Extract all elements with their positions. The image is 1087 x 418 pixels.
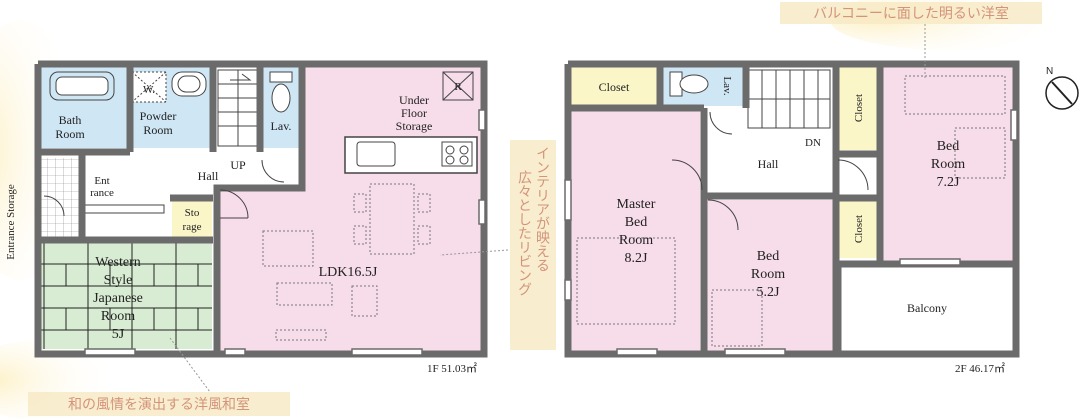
entrance-floor (40, 158, 80, 238)
storage-l2: rage (183, 221, 202, 233)
bed72-label: Bed Room 7.2J (931, 139, 965, 190)
closet-top-label: Closet (599, 80, 630, 94)
living-furniture (262, 230, 378, 341)
bed72-l3: 7.2J (937, 175, 961, 190)
caption-japanese-leader (169, 337, 211, 393)
compass-label: N (1046, 66, 1053, 77)
doors-1f (43, 159, 285, 219)
floor-2: Closet Lav. Master Bed Room 8.2J Hall DN… (564, 60, 1020, 375)
stove-icon (441, 141, 473, 167)
bed52-l1: Bed (757, 249, 780, 264)
toilet-icon-2f (669, 71, 709, 97)
under-floor-l3: Storage (396, 119, 433, 133)
doors-2f (671, 111, 869, 231)
dining-table (353, 183, 431, 255)
powder-room-label: Powder Room (140, 109, 177, 137)
powder-label-l1: Powder (140, 109, 177, 123)
compass-icon: N (1045, 66, 1079, 110)
beds-2f (576, 75, 1006, 347)
hall-label-1f: Hall (198, 169, 219, 183)
western-l5: 5J (112, 327, 125, 342)
bath-label-l2: Room (55, 127, 85, 141)
toilet-icon-1f (269, 71, 293, 113)
hall-label-2f: Hall (758, 157, 779, 171)
stairs-1f (217, 69, 259, 147)
windows-2f (564, 109, 1018, 356)
bath-room-label: Bath Room (55, 113, 85, 141)
bed72-l2: Room (931, 157, 965, 172)
caption-japanese-room-text: 和の風情を演出する洋風和室 (68, 396, 250, 413)
under-floor-label: Under Floor Storage (396, 93, 433, 133)
closet-side1-label: Closet (853, 94, 865, 122)
walls-1f (34, 60, 488, 358)
floor-1: Bath Room W. Powder Room Lav. Under Floo… (5, 60, 488, 375)
closet-side1-floor (838, 66, 878, 150)
caption-interior-l1: インテリアが映える (534, 146, 550, 272)
ldk-label: LDK16.5J (319, 265, 378, 280)
western-l2: Style (104, 273, 133, 288)
bed72-l1: Bed (937, 139, 960, 154)
master-l4: 8.2J (625, 251, 649, 266)
bathtub-icon (49, 71, 115, 101)
caption-interior-leader (439, 249, 509, 256)
windows-1f (84, 109, 486, 356)
caption-japanese-room: 和の風情を演出する洋風和室 (28, 392, 290, 416)
entrance-l2: rance (90, 187, 114, 199)
master-room-label: Master Bed Room 8.2J (617, 197, 656, 266)
master-l3: Room (619, 233, 653, 248)
sink-icon-1f (171, 71, 207, 97)
bed52-l3: 5.2J (757, 285, 781, 300)
bed52-label: Bed Room 5.2J (751, 249, 785, 300)
shoe-bench (83, 204, 165, 214)
closet-side2-floor (838, 200, 878, 258)
bath-label-l1: Bath (59, 113, 82, 127)
closet-side2-label: Closet (853, 215, 865, 243)
balcony-floor (838, 266, 1018, 354)
washer-label: W. (143, 84, 155, 96)
powder-label-l2: Room (143, 123, 173, 137)
under-floor-hatch (442, 71, 474, 101)
storage-l1: Sto (185, 207, 200, 219)
r-mark: R (454, 81, 462, 93)
closet-top-floor (570, 66, 658, 106)
caption-interior: インテリアが映える 広々としたリビング (510, 140, 556, 350)
ldk-floor (216, 66, 482, 352)
caption-balcony-room-text: バルコニーに面した明るい洋室 (813, 5, 1009, 22)
up-label: UP (230, 158, 246, 172)
bed52-l2: Room (751, 267, 785, 282)
bed72-floor (882, 66, 1014, 262)
master-l1: Master (617, 197, 656, 212)
floor2-area: 2F 46.17㎡ (955, 362, 1005, 375)
balcony-railing (837, 264, 1017, 355)
stairs-2f (747, 69, 831, 129)
storage-floor (172, 200, 212, 238)
entrance-storage-label: Entrance Storage (5, 184, 17, 260)
washer-icon (131, 71, 167, 103)
under-floor-l1: Under (399, 93, 429, 107)
western-l3: Japanese (93, 291, 143, 306)
caption-balcony-room: バルコニーに面した明るい洋室 (780, 2, 1042, 24)
bed52-floor (706, 200, 834, 354)
lav-label-1f: Lav. (271, 119, 292, 133)
storage-label: Sto rage (183, 207, 202, 233)
floor1-area: 1F 51.03㎡ (427, 362, 477, 375)
western-room-label: Western Style Japanese Room 5J (93, 255, 143, 342)
master-l2: Bed (625, 215, 648, 230)
western-l1: Western (95, 255, 141, 270)
entrance-label: Ent rance (90, 175, 114, 199)
entrance-l1: Ent (94, 175, 109, 187)
dn-label: DN (805, 137, 821, 149)
under-floor-l2: Floor (401, 106, 427, 120)
kitchen-sink (356, 141, 396, 167)
tatami-floor (40, 243, 212, 349)
western-l4: Room (101, 309, 135, 324)
master-floor (570, 110, 700, 354)
caption-interior-l2: 広々としたリビング (516, 170, 532, 296)
lav-label-2f: Lav. (721, 76, 733, 95)
balcony-label: Balcony (907, 301, 947, 315)
